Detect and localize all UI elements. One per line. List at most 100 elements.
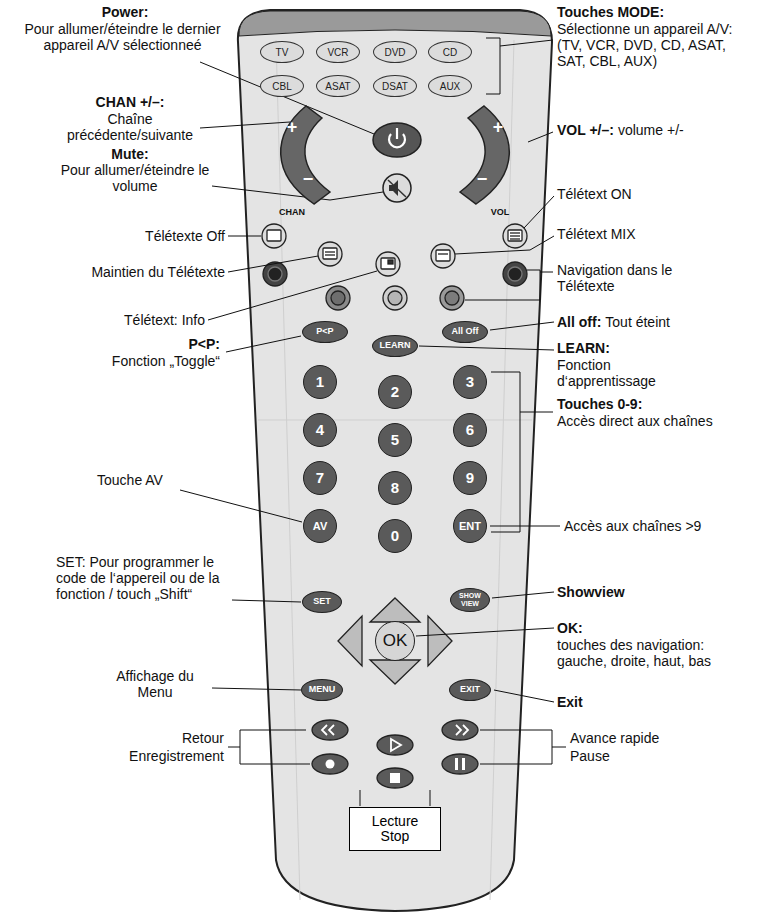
button-text: LEARN <box>380 341 411 351</box>
callout-text: Avance rapide <box>570 730 750 746</box>
button-text: CBL <box>272 81 291 92</box>
body-marking: CHAN <box>272 207 312 217</box>
leader-lines <box>180 38 566 806</box>
button-text: SET <box>313 597 331 607</box>
callout-text: Télétext MIX <box>557 226 747 242</box>
callout-text: Fonction „Toggle“ <box>20 353 220 369</box>
callout-title: OK: <box>557 620 747 636</box>
callout-text: Pour allumer/éteindre le dernier apparei… <box>20 21 225 53</box>
digit-button: 6 <box>453 413 487 447</box>
callout-text: Sélectionne un appareil A/V: (TV, VCR, D… <box>557 21 757 69</box>
all-off-button: All Off <box>442 321 488 343</box>
mode-button: TV <box>260 41 304 63</box>
digit-button: 7 <box>303 461 337 495</box>
rocker-sign: − <box>477 170 488 190</box>
callout-text: Maintien du Télétexte <box>20 264 225 280</box>
callout-title: CHAN +/–: <box>55 94 205 110</box>
button-text: SHOW VIEW <box>457 592 483 607</box>
digit-button: 2 <box>378 375 412 409</box>
rocker-sign: − <box>303 170 314 190</box>
callout-title: LEARN: <box>557 340 747 356</box>
body-marking: VOL <box>480 207 520 217</box>
digit-button: 5 <box>378 423 412 457</box>
set-button: SET <box>302 591 342 613</box>
callout-title: Exit <box>557 694 747 710</box>
button-text: P<P <box>316 327 333 337</box>
callout-text: Pour allumer/éteindre le volume <box>55 162 215 194</box>
callout-box: LectureStop <box>349 807 441 851</box>
button-text: OK <box>383 632 408 651</box>
channel-rocker: +− <box>262 104 332 206</box>
mode-button: DVD <box>373 41 417 63</box>
callout-text: Accès aux chaînes >9 <box>564 518 754 534</box>
button-text: Stop <box>381 829 410 844</box>
ok-button: OK <box>375 621 415 661</box>
remote-body <box>238 10 552 911</box>
callout-text: Chaîne précédente/suivante <box>60 111 200 143</box>
callout-title: Touches MODE: <box>557 4 757 20</box>
callout-title: Mute: <box>55 146 205 162</box>
button-text: AUX <box>440 81 461 92</box>
callout-text: touches des navigation: gauche, droite, … <box>557 637 747 669</box>
button-text: TV <box>276 47 289 58</box>
mode-button: CBL <box>260 75 304 97</box>
button-text: ENT <box>459 520 481 532</box>
callout-text: SET: Pour programmer le code de l‘appere… <box>56 554 228 602</box>
callout-text: Télétexte Off <box>20 228 225 244</box>
transport-buttons <box>312 720 478 788</box>
callout-text: volume +/- <box>618 122 684 138</box>
callout-title: Showview <box>557 584 747 600</box>
button-text: Lecture <box>372 814 419 829</box>
button-text: DSAT <box>382 81 408 92</box>
mode-button: AUX <box>428 75 472 97</box>
button-text: EXIT <box>460 685 480 695</box>
learn-button: LEARN <box>372 335 418 357</box>
callout-title: All off: <box>557 314 601 330</box>
navigation-arrows <box>338 598 452 684</box>
button-text: 4 <box>316 422 324 439</box>
callout-text: Navigation dans le Télétexte <box>557 262 697 294</box>
ir-window <box>239 11 551 36</box>
volume-rocker: +− <box>458 104 528 206</box>
button-text: VCR <box>327 47 348 58</box>
rocker-sign: + <box>493 118 504 138</box>
mode-button: VCR <box>316 41 360 63</box>
callout-text: Touche AV <box>40 472 220 488</box>
showview-button: SHOW VIEW <box>450 588 490 612</box>
av-button: AV <box>303 509 337 543</box>
button-text: 7 <box>316 470 324 487</box>
callout-text: Accès direct aux chaînes <box>557 413 747 429</box>
mode-button: CD <box>428 41 472 63</box>
button-text: 3 <box>466 374 474 391</box>
digit-button: 1 <box>303 365 337 399</box>
button-text: ASAT <box>325 81 350 92</box>
button-text: AV <box>313 520 327 532</box>
teletext-buttons <box>262 224 527 276</box>
button-text: All Off <box>452 327 479 337</box>
mode-button: ASAT <box>316 75 360 97</box>
button-text: 5 <box>391 432 399 449</box>
digit-button: 3 <box>453 365 487 399</box>
mode-button: DSAT <box>373 75 417 97</box>
digit-button: 4 <box>303 413 337 447</box>
mute-button <box>383 174 411 202</box>
button-text: 8 <box>391 480 399 497</box>
enter-button: ENT <box>453 509 487 543</box>
exit-button: EXIT <box>449 679 491 701</box>
button-text: MENU <box>309 685 336 695</box>
rocker-sign: + <box>287 118 298 138</box>
rocker-shape <box>281 106 330 204</box>
rocker-shape <box>460 106 509 204</box>
callout-title: P<P: <box>20 336 220 352</box>
menu-button: MENU <box>301 679 343 701</box>
callout-text: Enregistrement <box>100 748 224 764</box>
digit-button: 8 <box>378 471 412 505</box>
callout-text: Affichage du Menu <box>100 668 210 700</box>
callout-text: Télétext ON <box>557 186 747 202</box>
teletext-color-buttons <box>263 262 527 310</box>
callout-text: Télétext: Info <box>20 312 205 328</box>
button-text: 1 <box>316 374 324 391</box>
callout-title: Touches 0-9: <box>557 396 747 412</box>
power-button <box>373 123 421 157</box>
